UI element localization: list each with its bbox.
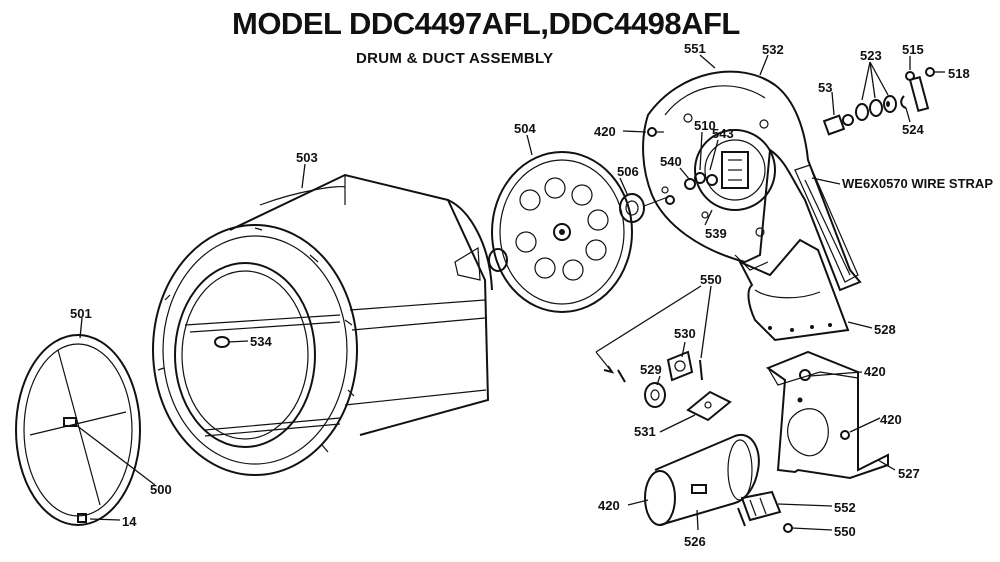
diagram-title: MODEL DDC4497AFL,DDC4498AFL — [232, 6, 740, 41]
callout-550-a: 550 — [700, 272, 722, 287]
callout-539: 539 — [705, 226, 727, 241]
callout-552: 552 — [834, 500, 856, 515]
callout-534: 534 — [250, 334, 272, 349]
part-front-seal-ring — [15, 334, 141, 526]
part-screw-14 — [77, 513, 87, 523]
part-drum — [152, 173, 508, 476]
callout-wire-strap: WE6X0570 WIRE STRAP — [842, 176, 993, 191]
part-thermostat-group — [595, 350, 732, 422]
leader-lines — [75, 54, 945, 531]
part-heater-canister — [644, 433, 760, 526]
callout-506: 506 — [617, 164, 639, 179]
part-small-hardware — [822, 67, 935, 136]
callout-53: 53 — [818, 80, 832, 95]
callout-526: 526 — [684, 534, 706, 549]
callout-540: 540 — [660, 154, 682, 169]
callout-503: 503 — [296, 150, 318, 165]
callout-510: 510 — [694, 118, 716, 133]
callout-420-a: 420 — [594, 124, 616, 139]
callout-518: 518 — [948, 66, 970, 81]
diagram-subtitle: DRUM & DUCT ASSEMBLY — [356, 50, 554, 67]
callout-527: 527 — [898, 466, 920, 481]
part-bearing — [619, 193, 669, 223]
part-rear-bulkhead — [491, 151, 633, 313]
callout-523: 523 — [860, 48, 882, 63]
callout-550-b: 550 — [834, 524, 856, 539]
callout-529: 529 — [640, 362, 662, 377]
callout-501: 501 — [70, 306, 92, 321]
callout-551: 551 — [684, 41, 706, 56]
callout-528: 528 — [874, 322, 896, 337]
callout-515: 515 — [902, 42, 924, 57]
callout-labels: 501 500 14 503 534 504 506 420 551 532 5… — [70, 41, 993, 549]
callout-504: 504 — [514, 121, 536, 136]
callout-531: 531 — [634, 424, 656, 439]
callout-524: 524 — [902, 122, 924, 137]
callout-500: 500 — [150, 482, 172, 497]
callout-532: 532 — [762, 42, 784, 57]
callout-420-d: 420 — [598, 498, 620, 513]
callout-530: 530 — [674, 326, 696, 341]
callout-543: 543 — [712, 126, 734, 141]
callout-420-b: 420 — [864, 364, 886, 379]
part-heater-bracket — [765, 350, 889, 480]
callout-420-c: 420 — [880, 412, 902, 427]
part-terminal-block — [737, 490, 793, 533]
callout-14: 14 — [122, 514, 137, 529]
part-blower-housing — [642, 70, 862, 292]
part-duct-panel — [734, 238, 850, 342]
